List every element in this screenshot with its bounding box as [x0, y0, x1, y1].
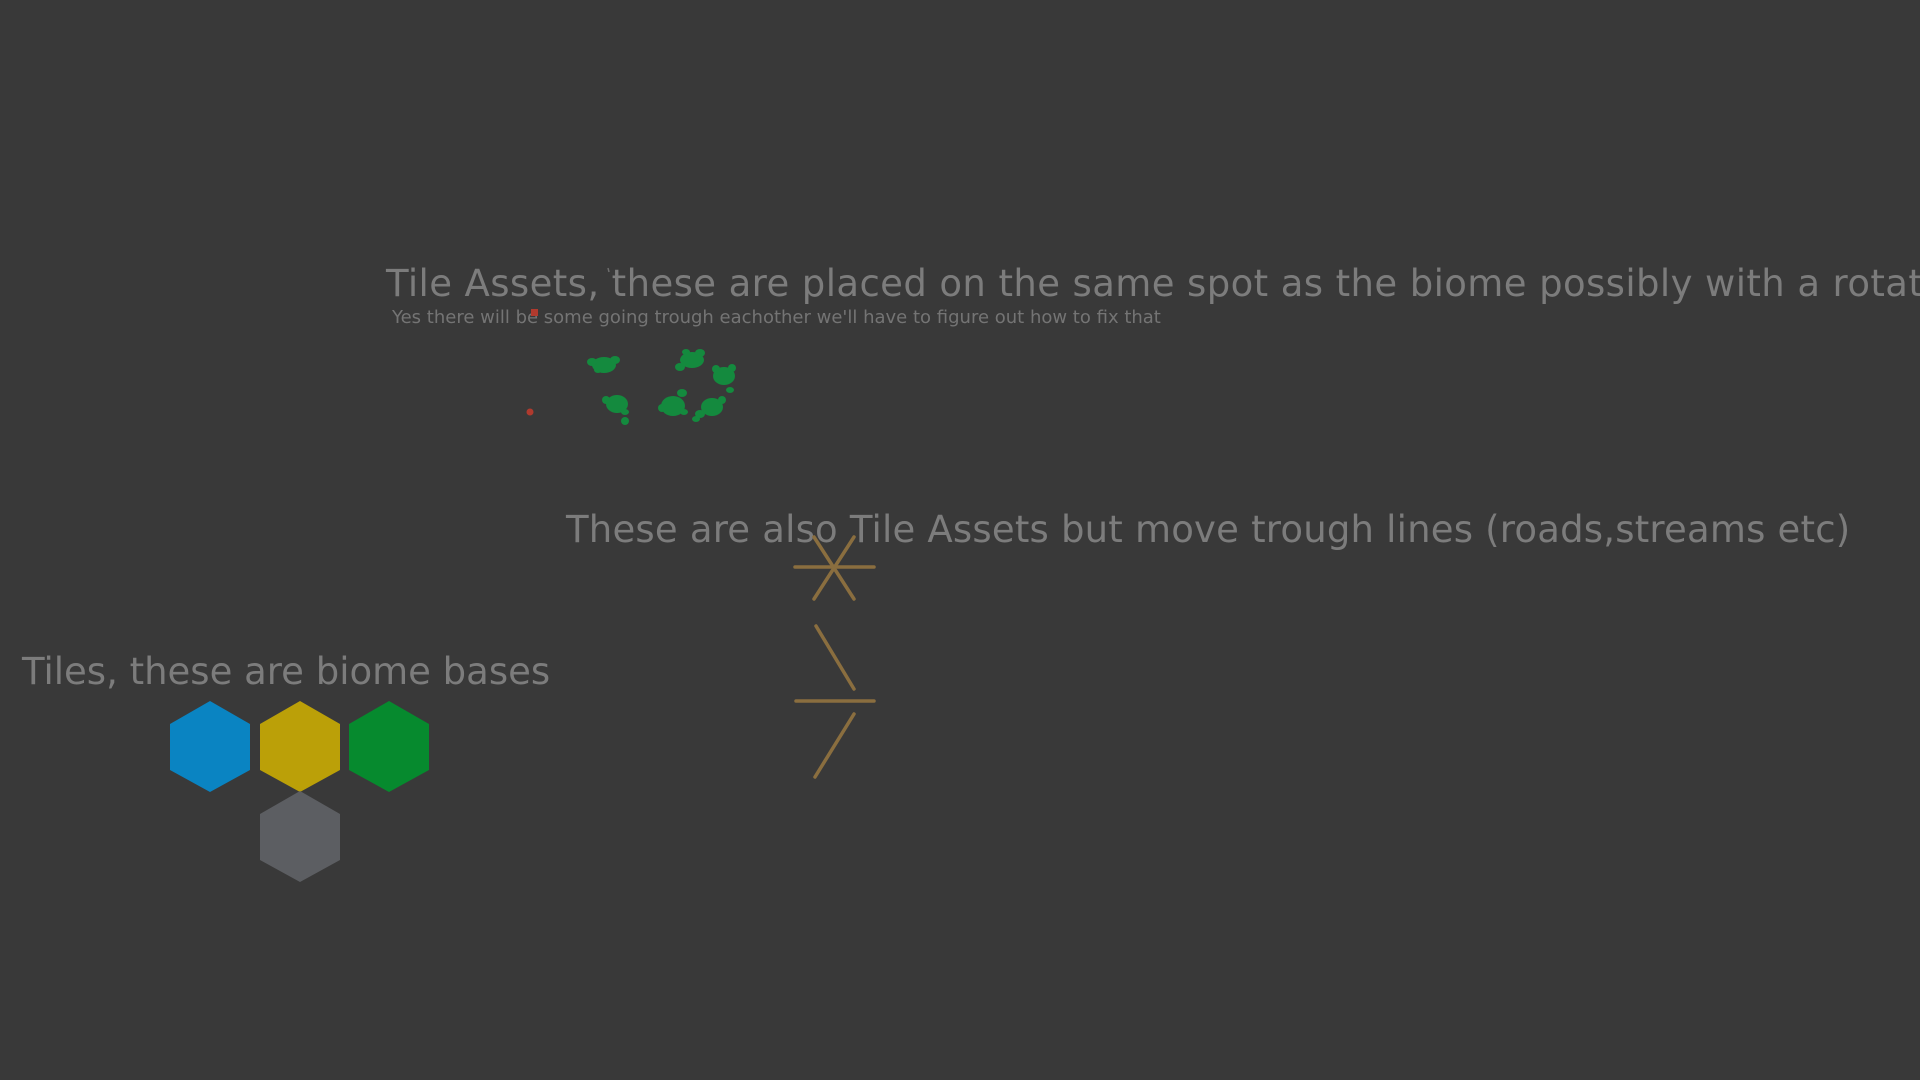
small-tick — [607, 267, 610, 273]
desert-tile[interactable] — [260, 701, 340, 792]
tiles-title: Tiles, these are biome bases — [22, 650, 551, 693]
water-tile[interactable] — [170, 701, 250, 792]
road-junction — [793, 535, 876, 601]
road-segment-diagonal-reverse — [813, 712, 856, 779]
stone-tile[interactable] — [260, 791, 340, 882]
tree-cluster — [587, 356, 620, 373]
road-segment-diagonal — [814, 624, 856, 691]
line-assets-title: These are also Tile Assets but move trou… — [566, 508, 1851, 551]
grass-tile[interactable] — [349, 701, 429, 792]
tree-cluster — [675, 349, 705, 371]
tree-cluster — [602, 395, 629, 425]
tree-cluster — [712, 364, 736, 393]
tree-cluster — [692, 396, 726, 422]
tree-cluster — [658, 389, 688, 416]
red-marker — [526, 408, 534, 416]
tile-assets-subtitle: Yes there will be some going trough each… — [392, 307, 1161, 328]
tile-assets-title: Tile Assets, these are placed on the sam… — [386, 262, 1920, 305]
red-marker — [531, 309, 538, 316]
